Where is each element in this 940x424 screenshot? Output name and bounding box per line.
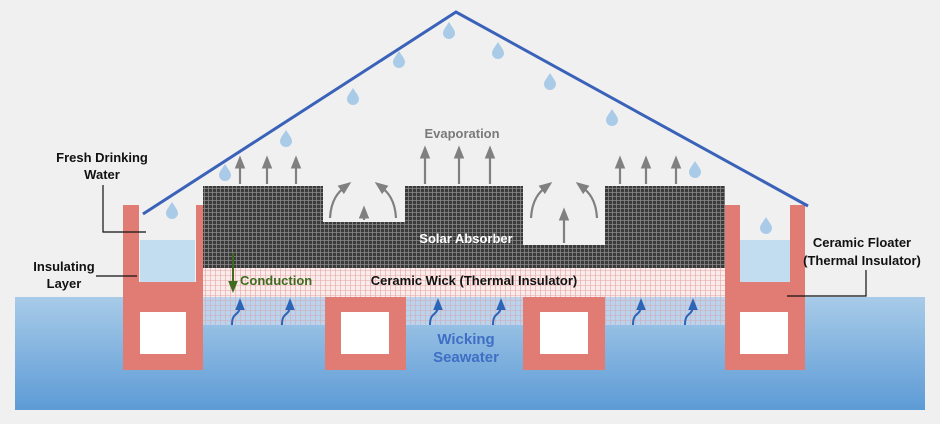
solar-absorber-label: Solar Absorber bbox=[419, 231, 512, 246]
ceramic-floater-label-line2: (Thermal Insulator) bbox=[803, 253, 921, 268]
insulating-layer-label-line2: Layer bbox=[47, 276, 82, 291]
wicking-seawater-label-line1: Wicking bbox=[437, 331, 494, 348]
fresh-water-right bbox=[740, 240, 790, 282]
ceramic-wick-label: Ceramic Wick (Thermal Insulator) bbox=[371, 273, 578, 288]
solar-absorber bbox=[203, 186, 725, 268]
conduction-label: Conduction bbox=[240, 273, 312, 288]
fresh-water-label-line2: Water bbox=[84, 167, 120, 182]
evaporation-label: Evaporation bbox=[424, 126, 499, 141]
ceramic-floater-label-line1: Ceramic Floater bbox=[813, 235, 911, 250]
floater-cavities bbox=[140, 312, 788, 354]
wicking-seawater-label-line2: Seawater bbox=[433, 349, 499, 366]
fresh-water-label-line1: Fresh Drinking bbox=[56, 150, 148, 165]
insulating-layer-label-line1: Insulating bbox=[33, 259, 94, 274]
wicking-arrows bbox=[231, 298, 698, 326]
condenser-roof bbox=[142, 10, 809, 216]
evaporation-arrows bbox=[234, 145, 682, 243]
ceramic-wick bbox=[203, 268, 725, 297]
fresh-water-left bbox=[140, 240, 195, 282]
leader-lines bbox=[96, 185, 867, 297]
